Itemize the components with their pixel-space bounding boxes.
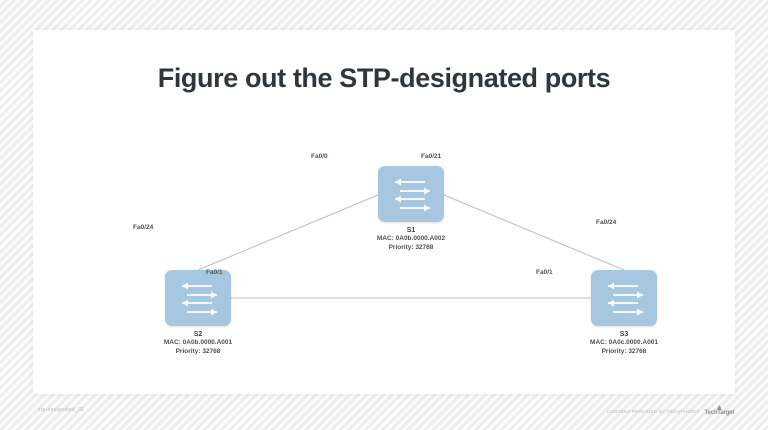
footer-source-id: stp-designated_01 [38, 407, 85, 413]
switch-priority-s2: Priority: 32768 [175, 347, 221, 355]
switch-caption-s3: S3 MAC: 0A0c.0000.A001 Priority: 32768 [590, 330, 658, 356]
port-label-s2-fa0-24: Fa0/24 [133, 224, 154, 231]
port-label-s2-fa0-1: Fa0/1 [206, 269, 223, 276]
switch-priority-s1: Priority: 32768 [388, 243, 434, 251]
swoosh-icon: ▲ [714, 402, 724, 412]
topology-links [197, 194, 625, 299]
port-label-s1-fa0-21: Fa0/21 [421, 153, 442, 160]
switch-icon-s3 [591, 270, 657, 326]
footer-brand-block: CONTENT PROVIDED BY TECHTARGET ▲ TechTar… [606, 402, 735, 417]
switch-icon-s2 [165, 270, 231, 326]
switch-caption-s1: S1 MAC: 0A0b.0000.A002 Priority: 32768 [377, 226, 445, 252]
switch-mac-s3: MAC: 0A0c.0000.A001 [590, 339, 658, 346]
switch-priority-s3: Priority: 32768 [601, 347, 647, 355]
footer-attribution-text: CONTENT PROVIDED BY TECHTARGET [606, 409, 700, 414]
switch-name-s3: S3 [619, 331, 629, 338]
techtarget-logo: ▲ TechTarget [704, 402, 735, 417]
port-label-s1-fa0-0: Fa0/0 [311, 153, 328, 160]
switch-node-s2[interactable]: S2 MAC: 0A0b.0000.A001 Priority: 32768 [164, 270, 232, 355]
switch-node-s3[interactable]: S3 MAC: 0A0c.0000.A001 Priority: 32768 [590, 270, 658, 355]
port-label-s3-fa0-24: Fa0/24 [596, 219, 617, 226]
network-topology-diagram: S1 MAC: 0A0b.0000.A002 Priority: 32768 [33, 30, 735, 394]
switch-name-s2: S2 [193, 331, 203, 338]
link-s1-s2 [197, 194, 379, 271]
switch-node-s1[interactable]: S1 MAC: 0A0b.0000.A002 Priority: 32768 [377, 166, 445, 251]
switch-caption-s2: S2 MAC: 0A0b.0000.A001 Priority: 32768 [164, 330, 232, 356]
page-title: Figure out the STP-designated ports [157, 63, 611, 93]
switch-mac-s1: MAC: 0A0b.0000.A002 [376, 235, 446, 242]
switch-icon-s1 [378, 166, 444, 222]
port-label-s3-fa0-1: Fa0/1 [536, 269, 553, 276]
switch-name-s1: S1 [406, 227, 416, 234]
switch-mac-s2: MAC: 0A0b.0000.A001 [163, 339, 233, 346]
brand-name: TechTarget [704, 410, 735, 416]
link-s1-s3 [443, 194, 625, 271]
slide-card: Figure out the STP-designated ports [33, 30, 735, 394]
